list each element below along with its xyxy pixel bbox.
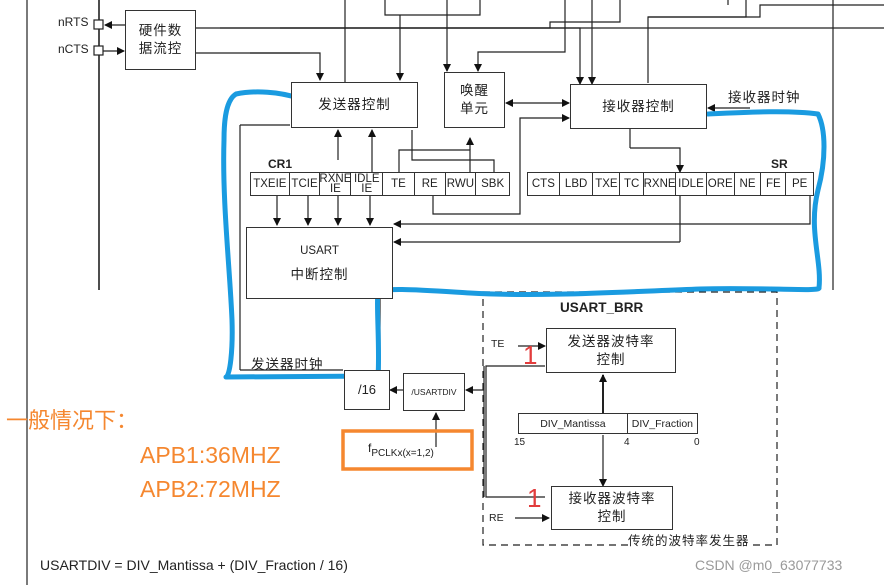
cr1-bit: TE — [383, 173, 415, 195]
div16-label: /16 — [357, 382, 377, 397]
note-title: 一般情况下： — [6, 409, 139, 434]
div-mantissa-field: DIV_Mantissa — [519, 414, 628, 433]
bit-index-15: 15 — [514, 437, 526, 448]
highlight-blue-loop — [221, 89, 827, 380]
bit-index-4: 4 — [624, 437, 630, 448]
pin-nrts-label: nRTS — [58, 15, 89, 29]
marker-tx: 1 — [523, 340, 538, 370]
cr1-bit: TCIE — [290, 173, 321, 195]
hw-flow-line2: 据流控 — [138, 41, 183, 57]
rx-control-label: 接收器控制 — [602, 98, 675, 115]
tx-baud-rate-control-block: 发送器波特率 控制 — [546, 328, 676, 373]
cr1-bit: RE — [415, 173, 446, 195]
usartdiv-formula: USARTDIV = DIV_Mantissa + (DIV_Fraction … — [40, 557, 348, 573]
tx-baud-line2: 控制 — [596, 351, 626, 368]
transmitter-control-block: 发送器控制 — [291, 82, 418, 128]
rx-baud-rate-control-block: 接收器波特率 控制 — [551, 486, 673, 530]
note-apb1: APB1:36MHZ — [140, 442, 281, 468]
sr-title: SR — [771, 157, 788, 171]
re-input-label: RE — [489, 512, 504, 524]
csdn-watermark: CSDN @m0_63077733 — [695, 557, 843, 573]
interrupt-title: USART — [300, 245, 339, 257]
tx-control-label: 发送器控制 — [318, 97, 391, 113]
hardware-flow-control-block: 硬件数 据流控 — [125, 10, 196, 70]
usartdiv-block: /USARTDIV — [403, 373, 465, 411]
cr1-bit: TXEIE — [251, 173, 290, 195]
rx-baud-line2: 控制 — [597, 509, 627, 525]
pin-ncts-label: nCTS — [58, 42, 89, 56]
hw-flow-line1: 硬件数 — [138, 23, 183, 39]
highlight-orange-box — [341, 429, 474, 471]
brr-title: USART_BRR — [560, 300, 644, 315]
sr-bit: FE — [761, 173, 787, 195]
sr-bit: CTS — [528, 173, 560, 195]
sr-bit: NE — [735, 173, 762, 195]
brr-footer-label: 传统的波特率发生器 — [628, 530, 750, 549]
brr-register: DIV_Mantissa DIV_Fraction — [518, 413, 698, 434]
cr1-bit: SBK — [481, 178, 505, 190]
interrupt-label: 中断控制 — [290, 267, 349, 283]
sr-bit: RXNE — [644, 173, 677, 195]
rx-baud-line1: 接收器波特率 — [568, 491, 656, 507]
te-input-label: TE — [491, 338, 505, 350]
sr-register: CTS LBD TXE TC RXNE IDLE ORE NE FE PE — [527, 172, 814, 196]
fpclk-subscript: PCLKx(x=1,2) — [371, 448, 434, 459]
sr-bit: TXE — [593, 173, 621, 195]
receiver-clock-label: 接收器时钟 — [728, 90, 801, 106]
sr-bit: IDLE — [676, 173, 707, 195]
sr-bit: ORE — [707, 173, 735, 195]
div-fraction-field: DIV_Fraction — [631, 417, 694, 430]
transmitter-clock-label: 发送器时钟 — [251, 357, 324, 373]
tx-baud-line1: 发送器波特率 — [567, 333, 655, 350]
cr1-bit: RWU — [446, 173, 477, 195]
sr-bit: TC — [620, 173, 645, 195]
wakeup-unit-block: 唤醒 单元 — [444, 72, 505, 128]
divide-by-16-block: /16 — [344, 370, 390, 410]
usartdiv-label: /USARTDIV — [411, 387, 457, 397]
fpclk-main: f — [368, 441, 372, 455]
wakeup-line1: 唤醒 — [460, 83, 489, 99]
sr-bit: PE — [791, 178, 808, 190]
usart-interrupt-control-block: USART 中断控制 — [246, 227, 393, 299]
receiver-control-block: 接收器控制 — [570, 84, 707, 129]
cr1-title: CR1 — [268, 157, 293, 171]
wakeup-line2: 单元 — [460, 101, 489, 117]
bit-index-0: 0 — [694, 437, 700, 448]
fpclk-label: fPCLKx(x=1,2) — [368, 441, 434, 459]
note-apb2: APB2:72MHZ — [140, 476, 281, 502]
sr-bit: LBD — [560, 173, 594, 195]
marker-rx: 1 — [527, 483, 542, 513]
